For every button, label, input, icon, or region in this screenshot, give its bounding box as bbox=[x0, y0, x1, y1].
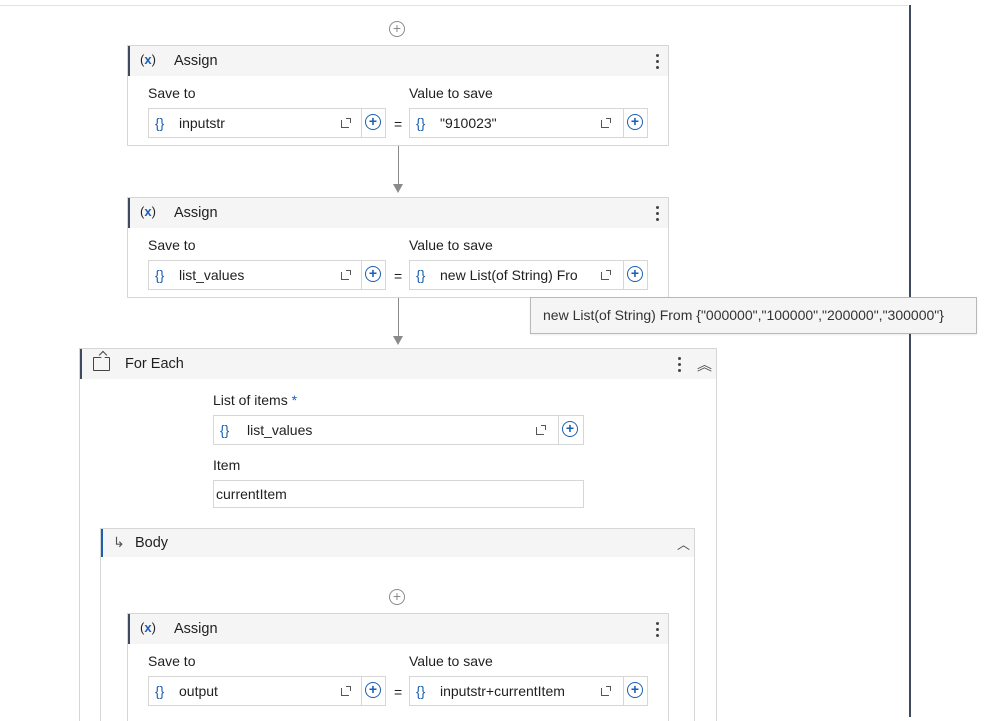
list-of-items-label: List of items * bbox=[213, 392, 298, 408]
for-each-header[interactable]: For Each ︽ bbox=[80, 349, 716, 379]
expression-braces-icon: {} bbox=[416, 683, 426, 699]
save-to-label: Save to bbox=[148, 653, 196, 669]
add-variable-button[interactable]: + bbox=[623, 677, 647, 705]
plus-icon: + bbox=[392, 588, 402, 604]
equals-sign: = bbox=[394, 684, 403, 700]
plus-circle-icon: + bbox=[627, 114, 643, 130]
add-activity-button-top[interactable]: + bbox=[389, 21, 405, 37]
plus-icon: + bbox=[392, 20, 402, 36]
save-to-label: Save to bbox=[148, 237, 196, 253]
plus-circle-icon: + bbox=[365, 114, 381, 130]
add-variable-button[interactable]: + bbox=[361, 109, 385, 137]
value-to-save-value[interactable]: new List(of String) Fro bbox=[440, 267, 578, 283]
save-to-label: Save to bbox=[148, 85, 196, 101]
value-to-save-field[interactable]: {} new List(of String) Fro + bbox=[409, 260, 648, 290]
save-to-value[interactable]: output bbox=[179, 683, 218, 699]
save-to-field[interactable]: {} output + bbox=[148, 676, 386, 706]
expression-braces-icon: {} bbox=[155, 267, 165, 283]
save-to-value[interactable]: list_values bbox=[179, 267, 245, 283]
expression-braces-icon: {} bbox=[155, 115, 165, 131]
assign-title: Assign bbox=[174, 53, 218, 69]
item-name-field[interactable]: currentItem bbox=[213, 480, 584, 508]
add-activity-button-body[interactable]: + bbox=[389, 589, 405, 605]
value-to-save-field[interactable]: {} "910023" + bbox=[409, 108, 648, 138]
assign-header[interactable]: (x) Assign bbox=[128, 46, 668, 76]
assign-activity-1[interactable]: (x) Assign Save to Value to save {} inpu… bbox=[127, 45, 669, 146]
assign-x-icon: (x) bbox=[140, 52, 156, 67]
connector-line bbox=[398, 146, 399, 184]
body-title: Body bbox=[135, 535, 169, 551]
assign-header[interactable]: (x) Assign bbox=[128, 198, 668, 228]
expression-braces-icon: {} bbox=[416, 267, 426, 283]
collapse-chevron-icon[interactable]: ︿ bbox=[677, 537, 691, 552]
value-to-save-value[interactable]: "910023" bbox=[440, 115, 497, 131]
right-panel bbox=[911, 5, 1006, 717]
connector-arrow-icon bbox=[393, 184, 403, 193]
add-variable-button[interactable]: + bbox=[558, 416, 582, 444]
assign-x-icon: (x) bbox=[140, 620, 156, 635]
top-divider bbox=[0, 5, 908, 6]
more-options-icon[interactable] bbox=[655, 54, 661, 72]
item-label: Item bbox=[213, 457, 241, 473]
assign-x-icon: (x) bbox=[140, 204, 156, 219]
assign-header[interactable]: (x) Assign bbox=[128, 614, 668, 644]
expand-editor-icon[interactable] bbox=[536, 425, 546, 435]
for-each-title: For Each bbox=[125, 356, 184, 372]
plus-circle-icon: + bbox=[562, 421, 578, 437]
expand-editor-icon[interactable] bbox=[601, 270, 611, 280]
plus-circle-icon: + bbox=[627, 266, 643, 282]
value-to-save-value[interactable]: inputstr+currentItem bbox=[440, 683, 565, 699]
value-to-save-field[interactable]: {} inputstr+currentItem + bbox=[409, 676, 648, 706]
expression-tooltip: new List(of String) From {"000000","1000… bbox=[530, 297, 977, 334]
save-to-field[interactable]: {} list_values + bbox=[148, 260, 386, 290]
list-of-items-value[interactable]: list_values bbox=[247, 422, 313, 438]
connector-line bbox=[398, 298, 399, 336]
add-variable-button[interactable]: + bbox=[361, 677, 385, 705]
expand-editor-icon[interactable] bbox=[341, 270, 351, 280]
save-to-value[interactable]: inputstr bbox=[179, 115, 225, 131]
for-each-icon bbox=[93, 357, 110, 371]
panel-splitter[interactable] bbox=[909, 5, 911, 717]
value-to-save-label: Value to save bbox=[409, 653, 493, 669]
plus-circle-icon: + bbox=[365, 682, 381, 698]
more-options-icon[interactable] bbox=[677, 357, 683, 375]
expand-editor-icon[interactable] bbox=[601, 686, 611, 696]
plus-circle-icon: + bbox=[365, 266, 381, 282]
list-of-items-field[interactable]: {} list_values + bbox=[213, 415, 584, 445]
add-variable-button[interactable]: + bbox=[623, 261, 647, 289]
body-arrow-icon: ↳ bbox=[113, 534, 125, 550]
expression-braces-icon: {} bbox=[416, 115, 426, 131]
expression-braces-icon: {} bbox=[155, 683, 165, 699]
value-to-save-label: Value to save bbox=[409, 85, 493, 101]
plus-circle-icon: + bbox=[627, 682, 643, 698]
value-to-save-label: Value to save bbox=[409, 237, 493, 253]
required-asterisk: * bbox=[291, 392, 298, 408]
assign-activity-2[interactable]: (x) Assign Save to Value to save {} list… bbox=[127, 197, 669, 298]
save-to-field[interactable]: {} inputstr + bbox=[148, 108, 386, 138]
expand-editor-icon[interactable] bbox=[601, 118, 611, 128]
collapse-double-chevron-icon[interactable]: ︽ bbox=[697, 357, 713, 374]
connector-arrow-icon bbox=[393, 336, 403, 345]
add-variable-button[interactable]: + bbox=[623, 109, 647, 137]
add-variable-button[interactable]: + bbox=[361, 261, 385, 289]
body-header[interactable]: ↳ Body ︿ bbox=[101, 529, 694, 557]
expand-editor-icon[interactable] bbox=[341, 118, 351, 128]
expand-editor-icon[interactable] bbox=[341, 686, 351, 696]
more-options-icon[interactable] bbox=[655, 206, 661, 224]
item-name-value[interactable]: currentItem bbox=[216, 486, 287, 502]
more-options-icon[interactable] bbox=[655, 622, 661, 640]
equals-sign: = bbox=[394, 116, 403, 132]
equals-sign: = bbox=[394, 268, 403, 284]
assign-title: Assign bbox=[174, 621, 218, 637]
assign-activity-3[interactable]: (x) Assign Save to Value to save {} outp… bbox=[127, 613, 669, 721]
assign-title: Assign bbox=[174, 205, 218, 221]
expression-braces-icon: {} bbox=[220, 422, 230, 438]
